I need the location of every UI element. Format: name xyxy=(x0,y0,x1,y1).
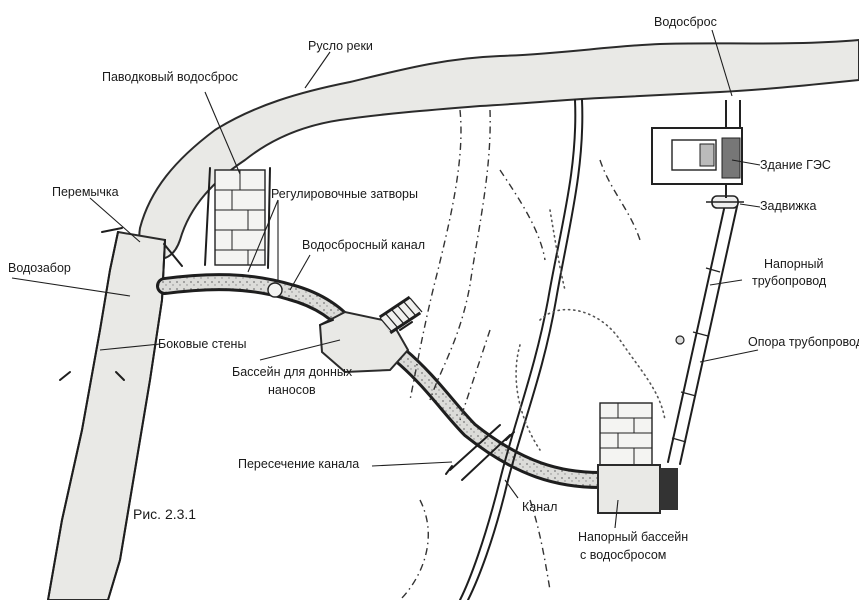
gullies xyxy=(400,100,665,600)
label-river-bed: Русло реки xyxy=(308,39,373,53)
main-canal xyxy=(165,282,600,480)
label-control-gates: Регулировочные затворы xyxy=(271,187,418,201)
label-sediment-basin-line2: наносов xyxy=(268,383,316,397)
label-canal-crossing: Пересечение канала xyxy=(238,457,359,471)
label-sediment-basin-line1: Бассейн для донных xyxy=(232,365,353,379)
label-forebay-line2: с водосбросом xyxy=(580,548,666,562)
label-forebay-line1: Напорный бассейн xyxy=(578,530,688,544)
flood-spillway-structure xyxy=(205,168,270,268)
figure-caption: Рис. 2.3.1 xyxy=(133,506,196,522)
label-gate-valve: Задвижка xyxy=(760,199,817,213)
label-spillway: Водосброс xyxy=(654,15,717,29)
label-intake: Водозабор xyxy=(8,261,71,275)
label-spillway-channel: Водосбросный канал xyxy=(302,238,425,252)
label-cofferdam: Перемычка xyxy=(52,185,119,199)
spillway-channel xyxy=(380,298,422,332)
label-penstock-line2: трубопровод xyxy=(752,274,827,288)
penstock xyxy=(668,200,738,464)
label-canal: Канал xyxy=(522,500,557,514)
label-pipe-support: Опора трубопровода xyxy=(748,335,859,349)
label-side-walls: Боковые стены xyxy=(158,337,246,351)
powerhouse xyxy=(652,100,742,198)
label-hydro-building: Здание ГЭС xyxy=(760,158,831,172)
forebay xyxy=(598,403,678,513)
label-penstock-line1: Напорный xyxy=(764,257,824,271)
label-flood-spillway: Паводковый водосброс xyxy=(102,70,238,84)
